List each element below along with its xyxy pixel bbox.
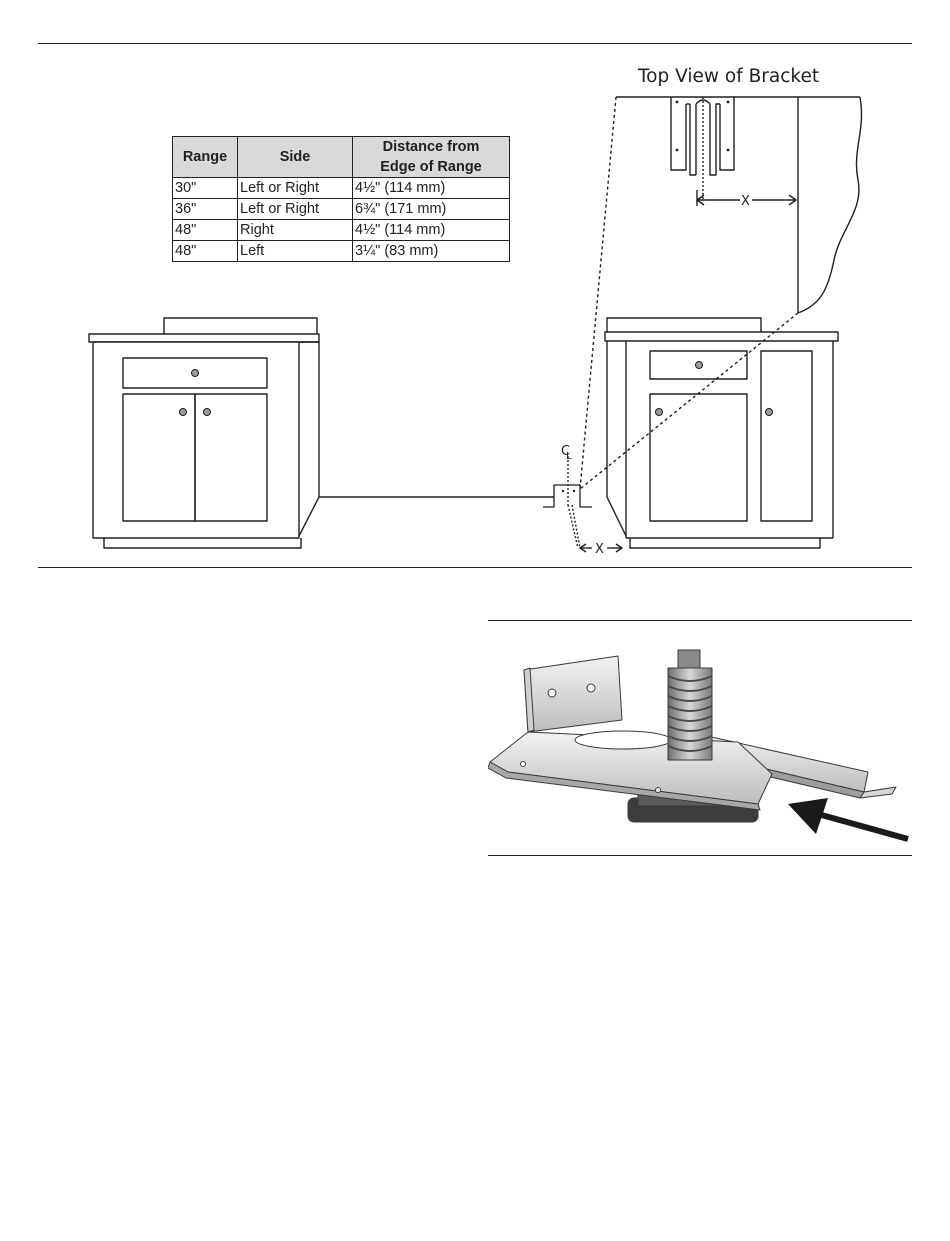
dimension-x-top-label: X bbox=[741, 194, 750, 209]
bracket-distance-table: Range Side Distance from Edge of Range 3… bbox=[172, 136, 510, 262]
projection-line bbox=[580, 97, 616, 489]
table-row: 48" Right 4½" (114 mm) bbox=[173, 220, 510, 241]
leg-opening bbox=[575, 731, 671, 749]
dimension-x-bottom-label: X bbox=[595, 542, 604, 557]
header-distance-line2: Edge of Range bbox=[380, 159, 482, 175]
cell-side: Left bbox=[238, 241, 353, 262]
door-knob bbox=[766, 409, 773, 416]
bracket-base-plate bbox=[488, 731, 772, 810]
header-distance-line1: Distance from bbox=[383, 139, 480, 155]
cell-side: Right bbox=[238, 220, 353, 241]
leveling-leg-screw bbox=[668, 650, 712, 760]
header-distance: Distance from Edge of Range bbox=[353, 137, 510, 178]
door-knob-right bbox=[204, 409, 211, 416]
right-cabinet bbox=[605, 318, 838, 548]
door-knob bbox=[656, 409, 663, 416]
header-side: Side bbox=[238, 137, 353, 178]
cell-side: Left or Right bbox=[238, 199, 353, 220]
drawer-knob bbox=[192, 370, 199, 377]
left-cabinet bbox=[89, 318, 319, 548]
cell-distance: 3¼" (83 mm) bbox=[353, 241, 510, 262]
table-row: 30" Left or Right 4½" (114 mm) bbox=[173, 178, 510, 199]
door-knob-left bbox=[180, 409, 187, 416]
screw-hole bbox=[548, 689, 556, 697]
bracket-leveling-leg-illustration bbox=[488, 622, 912, 854]
pointer-arrow bbox=[788, 798, 908, 839]
drawer-knob bbox=[696, 362, 703, 369]
figure2-top-rule bbox=[488, 620, 912, 621]
top-view-caption: Top View of Bracket bbox=[637, 66, 819, 87]
bracket-wall-plate bbox=[524, 656, 622, 732]
cell-range: 48" bbox=[173, 241, 238, 262]
screw-hole bbox=[587, 684, 595, 692]
centerline-subscript: L bbox=[566, 451, 572, 462]
cell-range: 48" bbox=[173, 220, 238, 241]
cell-range: 36" bbox=[173, 199, 238, 220]
table-row: 48" Left 3¼" (83 mm) bbox=[173, 241, 510, 262]
cell-distance: 4½" (114 mm) bbox=[353, 178, 510, 199]
table-row: 36" Left or Right 6¾" (171 mm) bbox=[173, 199, 510, 220]
cell-side: Left or Right bbox=[238, 178, 353, 199]
top-view-bracket-inset bbox=[616, 97, 862, 313]
header-range: Range bbox=[173, 137, 238, 178]
cell-distance: 6¾" (171 mm) bbox=[353, 199, 510, 220]
cell-range: 30" bbox=[173, 178, 238, 199]
figure2-bottom-rule bbox=[488, 855, 912, 856]
section-divider-rule bbox=[38, 567, 912, 568]
anti-tip-bracket-placement-diagram: Top View of Bracket X X C L bbox=[0, 0, 950, 567]
cell-distance: 4½" (114 mm) bbox=[353, 220, 510, 241]
